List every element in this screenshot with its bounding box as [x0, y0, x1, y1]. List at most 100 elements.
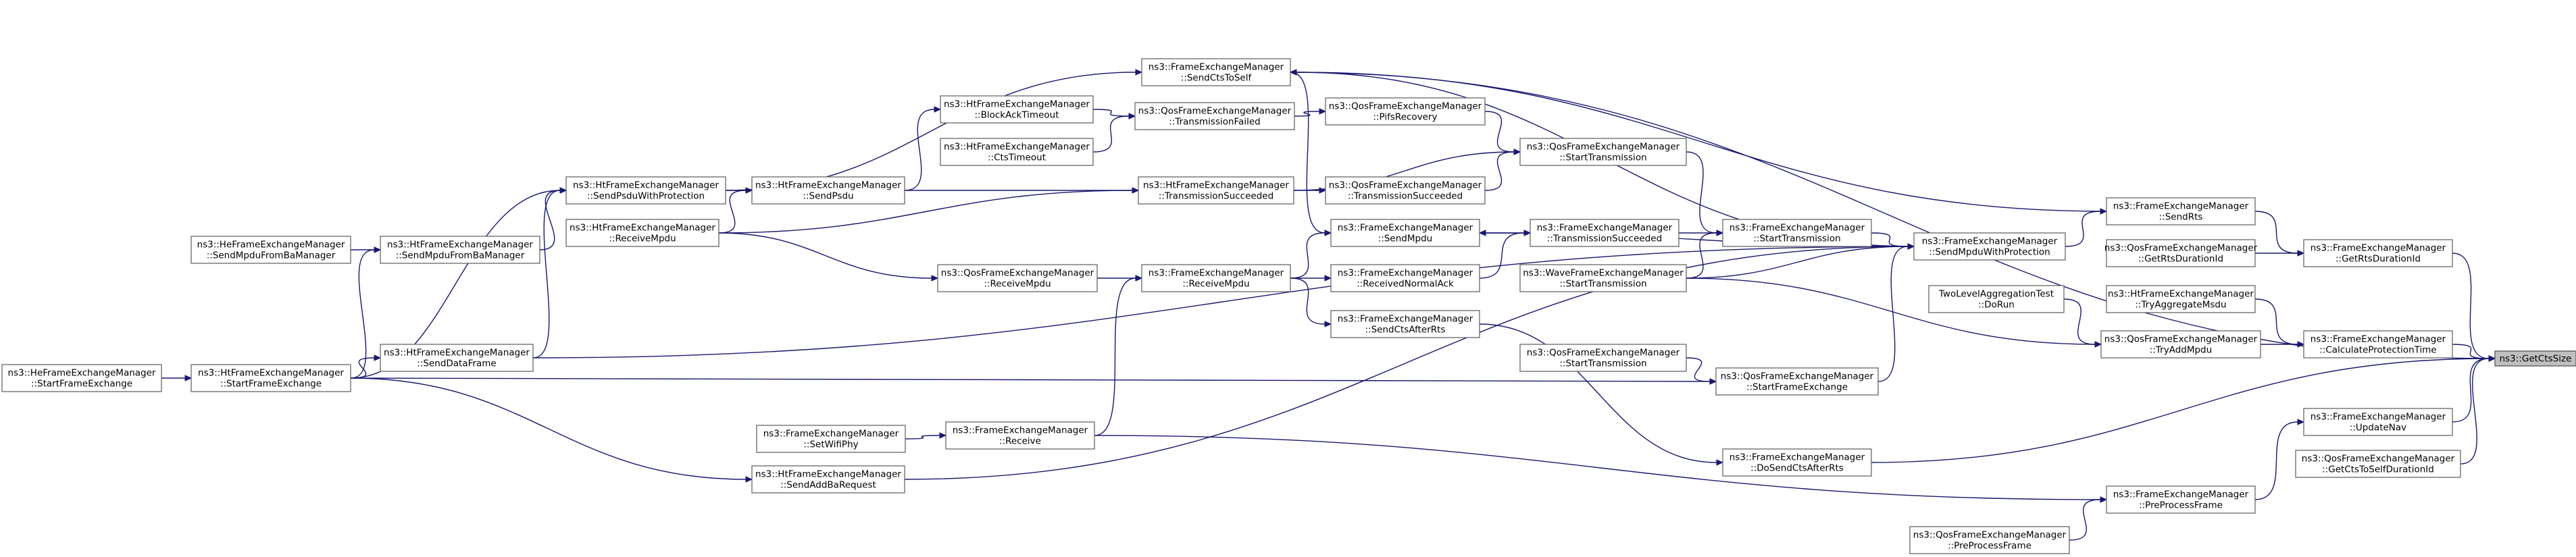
node-fem-send-cts-to-self[interactable]: ns3::FrameExchangeManager::SendCtsToSelf [1141, 58, 1291, 86]
node-fem-calc-protection-time[interactable]: ns3::FrameExchangeManager::CalculateProt… [2303, 330, 2453, 359]
node-label-line: ns3::FrameExchangeManager [1148, 62, 1284, 73]
node-box[interactable] [380, 236, 540, 264]
node-fem-receive-mpdu[interactable]: ns3::FrameExchangeManager::ReceiveMpdu [1141, 264, 1291, 292]
edge-arrowhead [939, 432, 947, 439]
node-fem-send-mpdu[interactable]: ns3::FrameExchangeManager::SendMpdu [1330, 219, 1480, 247]
node-label-line: TwoLevelAggregationTest [1938, 289, 2054, 300]
node-ht-send-psdu-with-protection[interactable]: ns3::HtFrameExchangeManager::SendPsduWit… [565, 176, 726, 205]
edge-arrowhead [931, 275, 939, 282]
node-fem-set-wifi-phy[interactable]: ns3::FrameExchangeManager::SetWifiPhy [756, 425, 906, 453]
node-box[interactable] [940, 138, 1094, 166]
node-box[interactable] [2106, 197, 2256, 226]
node-box[interactable] [2303, 239, 2453, 267]
node-label-line: ::SendPsdu [803, 191, 853, 202]
node-qos-try-add-mpdu[interactable]: ns3::QosFrameExchangeManager::TryAddMpdu [2100, 330, 2261, 359]
node-box[interactable] [1330, 219, 1480, 247]
node-box[interactable] [380, 344, 534, 372]
node-fem-receive[interactable]: ns3::FrameExchangeManager::Receive [945, 421, 1095, 450]
node-qos-start-frame-exchange[interactable]: ns3::QosFrameExchangeManager::StartFrame… [1715, 367, 1879, 396]
node-he-send-mpdu-from-ba-manager[interactable]: ns3::HeFrameExchangeManager::SendMpduFro… [191, 236, 351, 264]
node-label-line: ::SetWifiPhy [803, 440, 858, 450]
node-box[interactable] [1519, 138, 1687, 166]
node-box[interactable] [1928, 285, 2065, 313]
node-box[interactable] [1325, 176, 1486, 205]
node-box[interactable] [2106, 239, 2256, 267]
node-box[interactable] [1330, 310, 1480, 338]
node-box[interactable] [751, 176, 905, 205]
node-label-line: ns3::FrameExchangeManager [2310, 243, 2446, 254]
node-fem-send-cts-after-rts[interactable]: ns3::FrameExchangeManager::SendCtsAfterR… [1330, 310, 1480, 338]
node-box[interactable] [1, 364, 162, 392]
node-box[interactable] [2295, 450, 2461, 478]
node-box[interactable] [1909, 526, 2070, 554]
node-qos-pre-process-frame[interactable]: ns3::QosFrameExchangeManager::PreProcess… [1909, 526, 2070, 554]
node-box[interactable] [1138, 176, 1294, 205]
node-fem-send-mpdu-with-protection[interactable]: ns3::FrameExchangeManager::SendMpduWithP… [1913, 232, 2066, 261]
node-box[interactable] [1530, 219, 1680, 247]
node-ht-try-aggregate-msdu[interactable]: ns3::HtFrameExchangeManager::TryAggregat… [2106, 285, 2256, 313]
node-qos-start-transmission-b[interactable]: ns3::QosFrameExchangeManager::StartTrans… [1519, 344, 1687, 372]
node-qos-get-cts-to-self-duration-id[interactable]: ns3::QosFrameExchangeManager::GetCtsToSe… [2295, 450, 2461, 478]
node-ht-send-add-ba-request[interactable]: ns3::HtFrameExchangeManager::SendAddBaRe… [751, 465, 905, 494]
node-box[interactable] [937, 264, 1098, 292]
node-box[interactable] [2303, 408, 2453, 436]
node-label-line: ::SendCtsAfterRts [1365, 325, 1446, 336]
node-box[interactable] [565, 219, 719, 247]
node-he-start-frame-exchange[interactable]: ns3::HeFrameExchangeManager::StartFrameE… [1, 364, 162, 392]
node-fem-transmission-succeeded[interactable]: ns3::FrameExchangeManager::TransmissionS… [1530, 219, 1680, 247]
node-box[interactable] [2303, 330, 2453, 359]
node-box[interactable] [1134, 102, 1295, 130]
node-wave-start-transmission[interactable]: ns3::WaveFrameExchangeManager::StartTran… [1519, 264, 1687, 292]
node-box[interactable] [2100, 330, 2261, 359]
node-box[interactable] [1715, 367, 1879, 396]
node-ht-send-mpdu-from-ba-manager[interactable]: ns3::HtFrameExchangeManager::SendMpduFro… [380, 236, 540, 264]
node-box[interactable] [2106, 485, 2256, 514]
node-fem-get-rts-duration-id[interactable]: ns3::FrameExchangeManager::GetRtsDuratio… [2303, 239, 2453, 267]
edge-fem_send_mpdu_with_protection-to-fem_send_rts [2065, 211, 2101, 247]
node-box[interactable] [191, 236, 351, 264]
node-box[interactable] [751, 465, 905, 494]
node-label-line: ::SendAddBaRequest [780, 480, 876, 491]
node-box[interactable] [756, 425, 906, 453]
node-ht-send-psdu[interactable]: ns3::HtFrameExchangeManager::SendPsdu [751, 176, 905, 205]
node-box[interactable] [1913, 232, 2066, 261]
node-qos-receive-mpdu[interactable]: ns3::QosFrameExchangeManager::ReceiveMpd… [937, 264, 1098, 292]
node-fem-send-rts[interactable]: ns3::FrameExchangeManager::SendRts [2106, 197, 2256, 226]
edge-two_level_do_run-to-qos_try_add_mpdu [2063, 298, 2096, 345]
node-ht-start-frame-exchange[interactable]: ns3::HtFrameExchangeManager::StartFrameE… [191, 364, 351, 392]
node-ht-block-ack-timeout[interactable]: ns3::HtFrameExchangeManager::BlockAckTim… [940, 95, 1094, 124]
edge-ht_start_frame_exchange-to-ht_send_data_frame [350, 357, 375, 379]
node-box[interactable] [1722, 448, 1872, 477]
node-box[interactable] [1519, 344, 1687, 372]
node-fem-update-nav[interactable]: ns3::FrameExchangeManager::UpdateNav [2303, 408, 2453, 436]
node-qos-transmission-failed[interactable]: ns3::QosFrameExchangeManager::Transmissi… [1134, 102, 1295, 130]
node-fem-start-transmission[interactable]: ns3::FrameExchangeManager::StartTransmis… [1722, 219, 1872, 247]
node-fem-do-send-cts-after-rts[interactable]: ns3::FrameExchangeManager::DoSendCtsAfte… [1722, 448, 1872, 477]
node-label-line: ::ReceivedNormalAck [1357, 279, 1454, 290]
node-box[interactable] [1141, 58, 1291, 86]
node-box[interactable] [565, 176, 726, 205]
node-box[interactable] [2106, 285, 2256, 313]
node-qos-transmission-succeeded[interactable]: ns3::QosFrameExchangeManager::Transmissi… [1325, 176, 1486, 205]
node-ht-transmission-succeeded[interactable]: ns3::HtFrameExchangeManager::Transmissio… [1138, 176, 1294, 205]
node-box[interactable] [940, 95, 1094, 124]
node-box[interactable] [1519, 264, 1687, 292]
node-box[interactable] [1722, 219, 1872, 247]
node-fem-received-normal-ack[interactable]: ns3::FrameExchangeManager::ReceivedNorma… [1330, 264, 1480, 292]
node-fem-pre-process-frame[interactable]: ns3::FrameExchangeManager::PreProcessFra… [2106, 485, 2256, 514]
node-ht-cts-timeout[interactable]: ns3::HtFrameExchangeManager::CtsTimeout [940, 138, 1094, 166]
node-box[interactable] [1141, 264, 1291, 292]
node-two-level-do-run[interactable]: TwoLevelAggregationTest::DoRun [1928, 285, 2065, 313]
node-ht-receive-mpdu[interactable]: ns3::HtFrameExchangeManager::ReceiveMpdu [565, 219, 719, 247]
node-box[interactable] [945, 421, 1095, 450]
node-box[interactable] [1325, 97, 1486, 126]
node-ht-send-data-frame[interactable]: ns3::HtFrameExchangeManager::SendDataFra… [380, 344, 534, 372]
node-box[interactable] [1330, 264, 1480, 292]
node-box[interactable] [191, 364, 351, 392]
node-get-cts-size[interactable]: ns3::GetCtsSize [2494, 350, 2576, 367]
node-qos-get-rts-duration-id[interactable]: ns3::QosFrameExchangeManager::GetRtsDura… [2104, 239, 2258, 267]
node-label-line: ns3::QosFrameExchangeManager [1527, 348, 1680, 359]
node-qos-start-transmission[interactable]: ns3::QosFrameExchangeManager::StartTrans… [1519, 138, 1687, 166]
node-qos-pifs-recovery[interactable]: ns3::QosFrameExchangeManager::PifsRecove… [1325, 97, 1486, 126]
node-box[interactable] [2494, 350, 2576, 367]
